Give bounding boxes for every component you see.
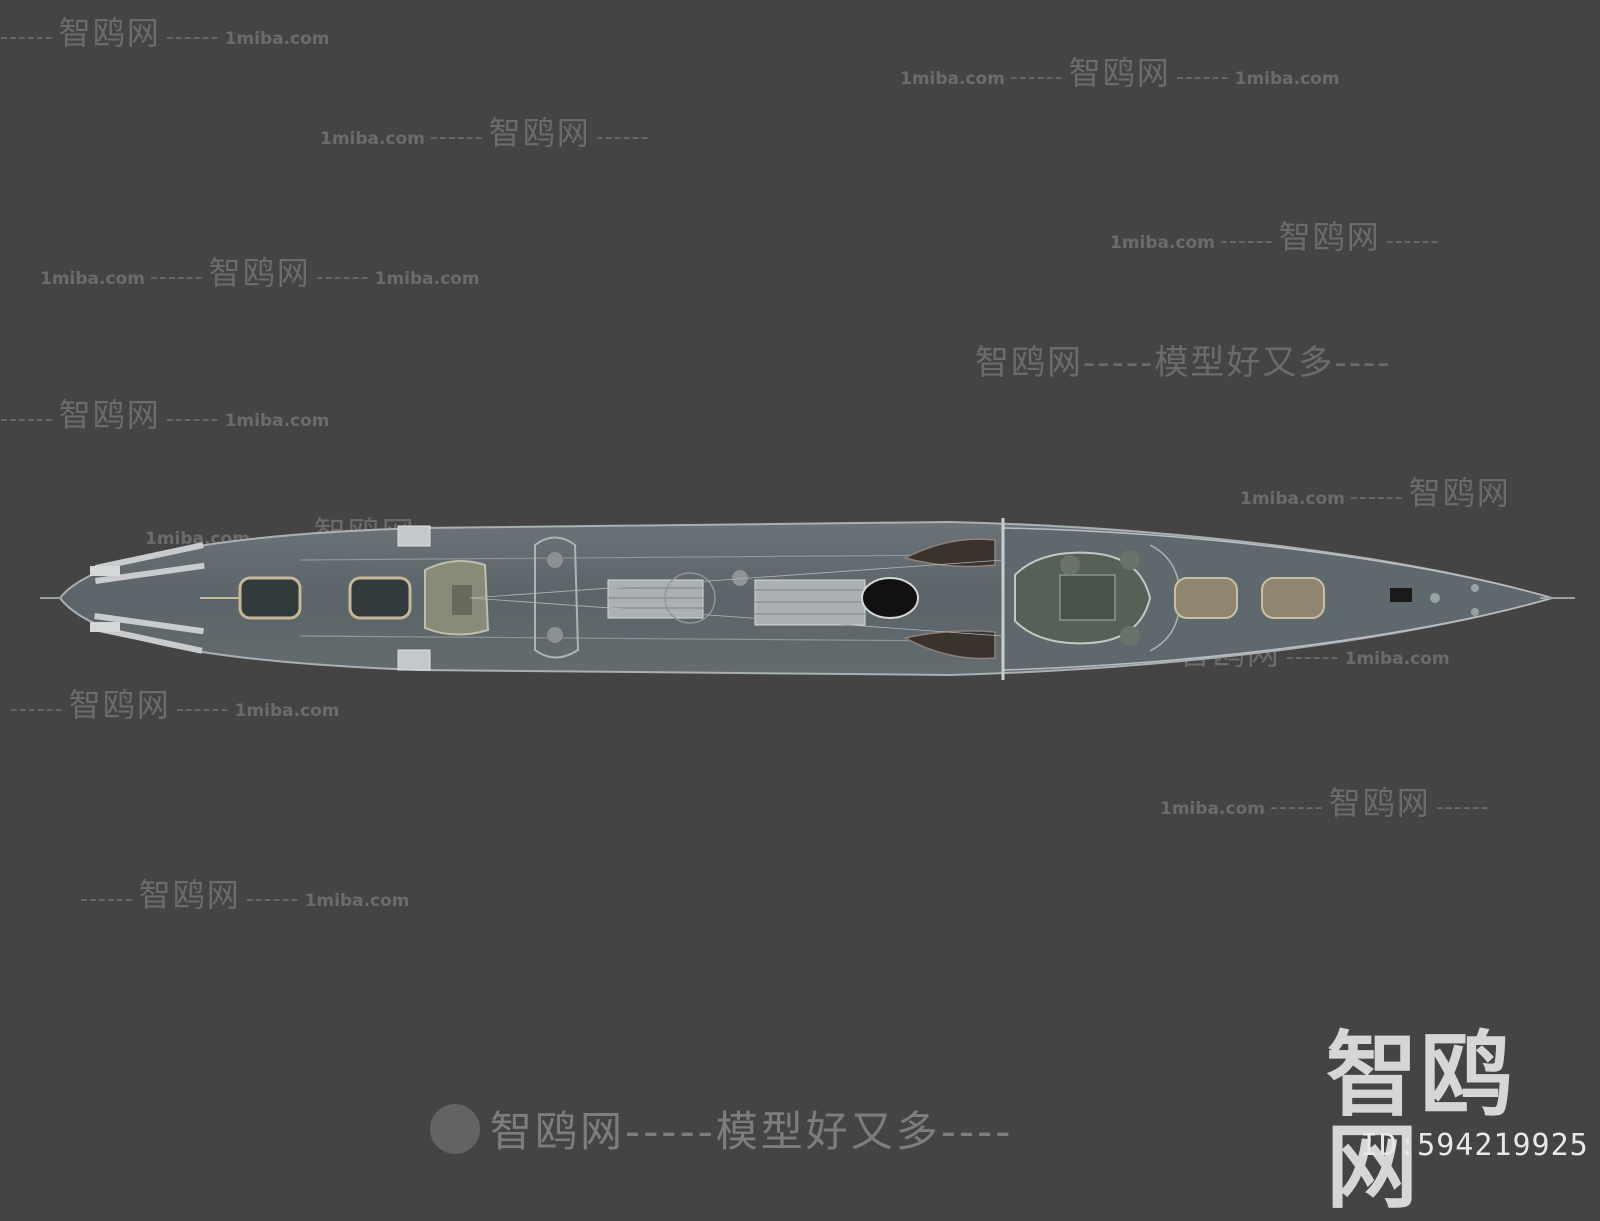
funnel bbox=[861, 577, 919, 619]
watermark-slogan: 智鸥网-----模型好又多---- bbox=[975, 343, 1392, 383]
bottom-watermark-text: 智鸥网-----模型好又多---- bbox=[490, 1107, 1014, 1156]
watermark-row: 1miba.com ------ 智鸥网 ------ bbox=[320, 114, 650, 152]
aft-gun-turret bbox=[200, 576, 412, 620]
model-id-label: ID:594219925 bbox=[1360, 1128, 1589, 1163]
watermark-row: 1miba.com ------ 智鸥网 ------ bbox=[1110, 218, 1440, 256]
watermark-row: 1miba.com ------ 智鸥网 bbox=[1240, 474, 1511, 512]
watermark-row: ------ 智鸥网 ------ 1miba.com bbox=[10, 686, 340, 724]
aa-platform bbox=[534, 536, 580, 659]
lifeboat bbox=[902, 538, 996, 568]
forward-gun-turret bbox=[1174, 577, 1325, 619]
watermark-row: ------ 智鸥网 ------ 1miba.com bbox=[80, 876, 410, 914]
seagull-logo-icon bbox=[430, 1103, 480, 1154]
bottom-watermark: 智鸥网-----模型好又多---- bbox=[430, 1098, 1013, 1159]
grating bbox=[397, 649, 431, 671]
watermark-row: 1miba.com ------ 智鸥网 ------ bbox=[1160, 784, 1490, 822]
torpedo-tubes bbox=[607, 579, 866, 626]
brand-logo: 智鸥网 bbox=[1326, 1022, 1515, 1221]
watermark-row: 1miba.com ------ 智鸥网 ------ 1miba.com bbox=[900, 54, 1340, 92]
hatch bbox=[1390, 588, 1412, 602]
watermark-row: ------ 智鸥网 ------ 1miba.com bbox=[0, 14, 330, 52]
watermark-row: 1miba.com ------ 智鸥网 ------ 1miba.com bbox=[40, 254, 480, 292]
grating bbox=[397, 525, 431, 547]
lifeboat bbox=[902, 630, 996, 660]
watermark-row: ------ 智鸥网 ------ 1miba.com bbox=[0, 396, 330, 434]
depth-charge-racks bbox=[90, 542, 205, 654]
